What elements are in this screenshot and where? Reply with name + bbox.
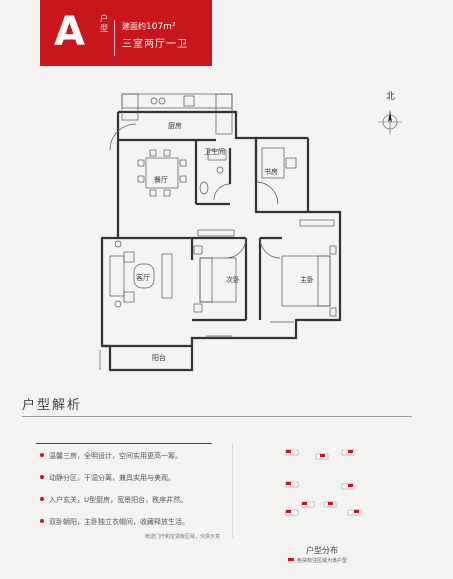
feature-text: 温馨三房，全明设计，空间实用更高一筹。 <box>49 452 182 460</box>
legend-swatch <box>288 558 294 561</box>
room-label-dining: 餐厅 <box>154 176 168 184</box>
unit-type-label: 户型 <box>100 14 108 33</box>
feature-item: 双卧朝阳，主卧独立衣帽间，收藏释放生活。 <box>40 518 189 527</box>
room-label-second-bedroom: 次卧 <box>226 276 240 284</box>
floor-plan-drawing <box>99 93 342 372</box>
compass-rose-icon <box>378 110 402 134</box>
compass: 北 <box>378 92 408 140</box>
footnote: 赠送门厅和空调板区域，仅供示意 <box>145 534 221 540</box>
floor-plan: 厨房 卫生间 餐厅 书房 客厅 次卧 主卧 阳台 <box>96 88 352 376</box>
feature-item: 动静分区，干湿分离，兼具实用与美观。 <box>40 474 175 483</box>
feature-text: 入户玄关，U型厨房，宽景阳台，秩序井然。 <box>49 496 188 504</box>
distribution-legend: 色块标注区域为该户型 <box>288 558 347 565</box>
accent-divider <box>36 443 212 444</box>
bullet-icon <box>40 497 44 501</box>
room-label-master-bedroom: 主卧 <box>300 276 314 284</box>
legend-text: 色块标注区域为该户型 <box>297 558 348 564</box>
bullet-icon <box>40 453 44 457</box>
room-label-living: 客厅 <box>136 274 150 282</box>
north-label: 北 <box>386 92 396 102</box>
analysis-title: 户型解析 <box>22 398 83 413</box>
room-label-study: 书房 <box>264 168 278 176</box>
area-value: 107m² <box>146 22 176 32</box>
bullet-icon <box>40 475 44 479</box>
site-plan-drawing <box>285 449 361 516</box>
room-label-kitchen: 厨房 <box>168 122 182 130</box>
badge-divider <box>114 20 115 56</box>
room-config: 三室两厅一卫 <box>122 39 188 50</box>
unit-area: 建面约107m² <box>122 22 176 32</box>
unit-type-badge: A 户型 建面约107m² 三室两厅一卫 <box>40 0 212 66</box>
distribution-title: 户型分布 <box>306 546 338 555</box>
column-divider <box>232 443 233 538</box>
feature-item: 温馨三房，全明设计，空间实用更高一筹。 <box>40 452 182 461</box>
room-label-bathroom: 卫生间 <box>204 148 225 156</box>
feature-item: 入户玄关，U型厨房，宽景阳台，秩序井然。 <box>40 496 187 505</box>
area-prefix: 建面约 <box>122 22 146 31</box>
room-label-balcony: 阳台 <box>152 354 166 362</box>
unit-letter: A <box>54 9 85 55</box>
section-divider <box>22 416 412 417</box>
bullet-icon <box>40 519 44 523</box>
unit-distribution-map <box>272 440 372 536</box>
feature-text: 动静分区，干湿分离，兼具实用与美观。 <box>49 474 175 482</box>
feature-text: 双卧朝阳，主卧独立衣帽间，收藏释放生活。 <box>49 518 189 526</box>
